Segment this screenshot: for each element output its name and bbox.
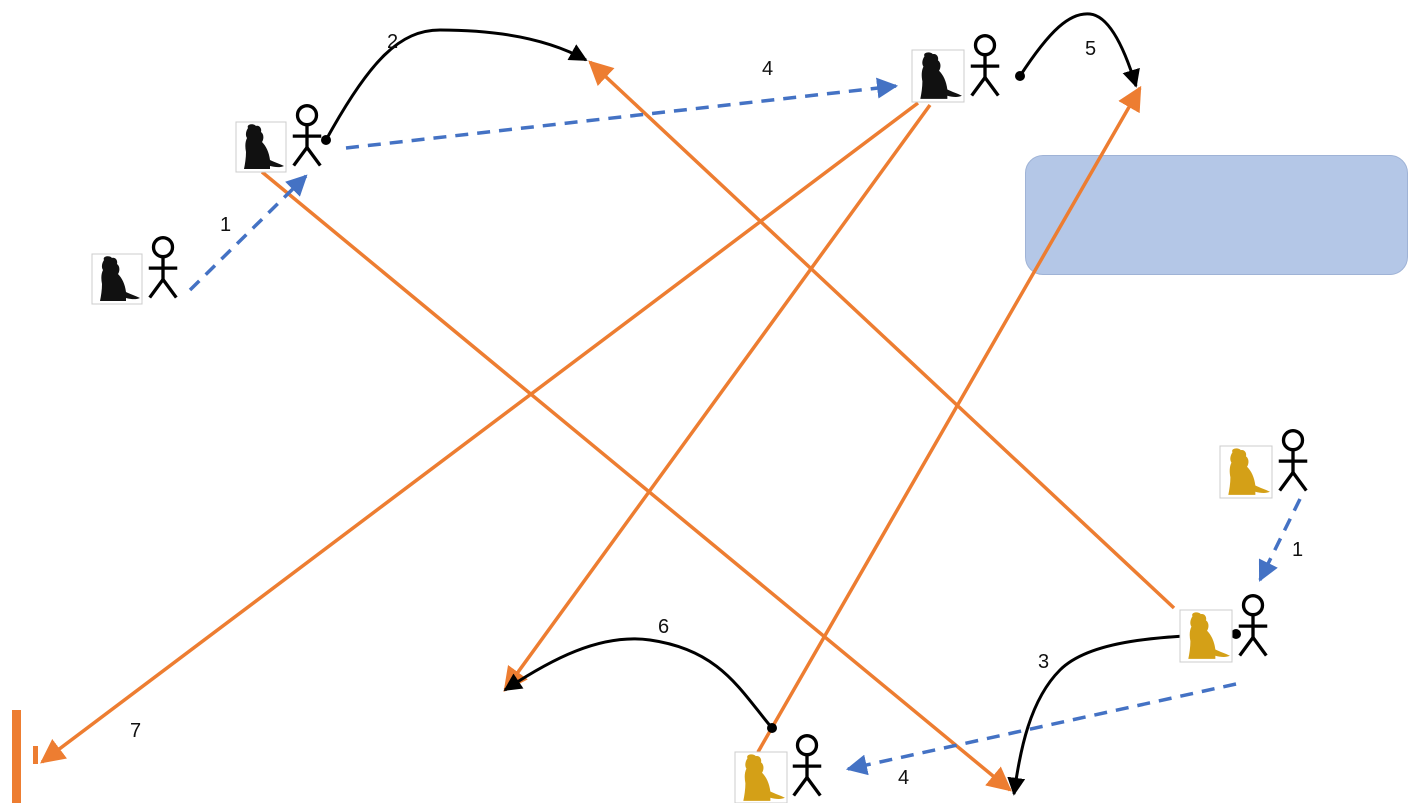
orange-arrow-topright-dog-to-far-left: [40, 101, 920, 764]
stick-figure-icon: [291, 104, 323, 168]
stick-figure-icon: [791, 734, 823, 798]
step-label-3: 3: [1038, 651, 1049, 673]
orange-arrow-bottom-dog-to-topright: [756, 85, 1142, 753]
blue-arrow-step4-bottom: [845, 682, 1237, 776]
black-curved-arrows: [324, 12, 1237, 796]
step-label-4-top: 4: [762, 58, 773, 80]
start-dot-step2: [321, 135, 331, 145]
blue-arrow-step1-right: [1258, 498, 1302, 582]
black-curve-step3: [1007, 632, 1237, 796]
stick-figure-icon: [147, 236, 179, 300]
orange-bar-tall: [12, 710, 21, 803]
stick-figure-icon: [1237, 594, 1269, 658]
step-labels: 1 2 4 5 1 3 6 4 7: [130, 31, 1303, 789]
blue-arrow-step4-top: [345, 77, 899, 150]
blue-dashed-arrows: [188, 77, 1302, 776]
start-dot-step5: [1015, 71, 1025, 81]
orange-arrow-topleft-dog-to-bottom-center: [260, 170, 1012, 792]
dog-person-group-bottom: [734, 734, 823, 803]
dog-person-group-right: [1219, 429, 1309, 499]
start-dot-step6: [767, 723, 777, 733]
dog-person-group-top-right: [911, 34, 1001, 103]
dog-person-group-lower-right: [1179, 594, 1269, 663]
step-label-2: 2: [387, 31, 398, 53]
orange-bar-short: [33, 746, 38, 764]
step-label-1-left: 1: [220, 214, 231, 236]
step-label-1-right: 1: [1292, 539, 1303, 561]
black-curve-step5: [1018, 12, 1140, 88]
dog-person-group-left: [91, 236, 179, 305]
black-curve-step6: [503, 637, 774, 729]
black-curve-step2: [324, 28, 588, 141]
step-label-5: 5: [1085, 38, 1096, 60]
step-label-4-bottom: 4: [898, 767, 909, 789]
blue-arrow-step1-left: [188, 174, 308, 292]
stick-figure-icon: [1277, 429, 1309, 493]
orange-arrow-bottomright-dog-to-top: [588, 60, 1176, 610]
orange-arrows: [40, 60, 1176, 792]
dog-person-group-upper-left: [235, 104, 323, 173]
step-label-7: 7: [130, 720, 141, 742]
orange-bars: [12, 710, 38, 803]
step-label-6: 6: [658, 616, 669, 638]
start-dot-step3: [1231, 629, 1241, 639]
stick-figure-icon: [969, 34, 1001, 98]
orange-arrow-topright-dog-to-mid-bottom: [503, 103, 932, 692]
curve-start-dots: [321, 71, 1241, 733]
